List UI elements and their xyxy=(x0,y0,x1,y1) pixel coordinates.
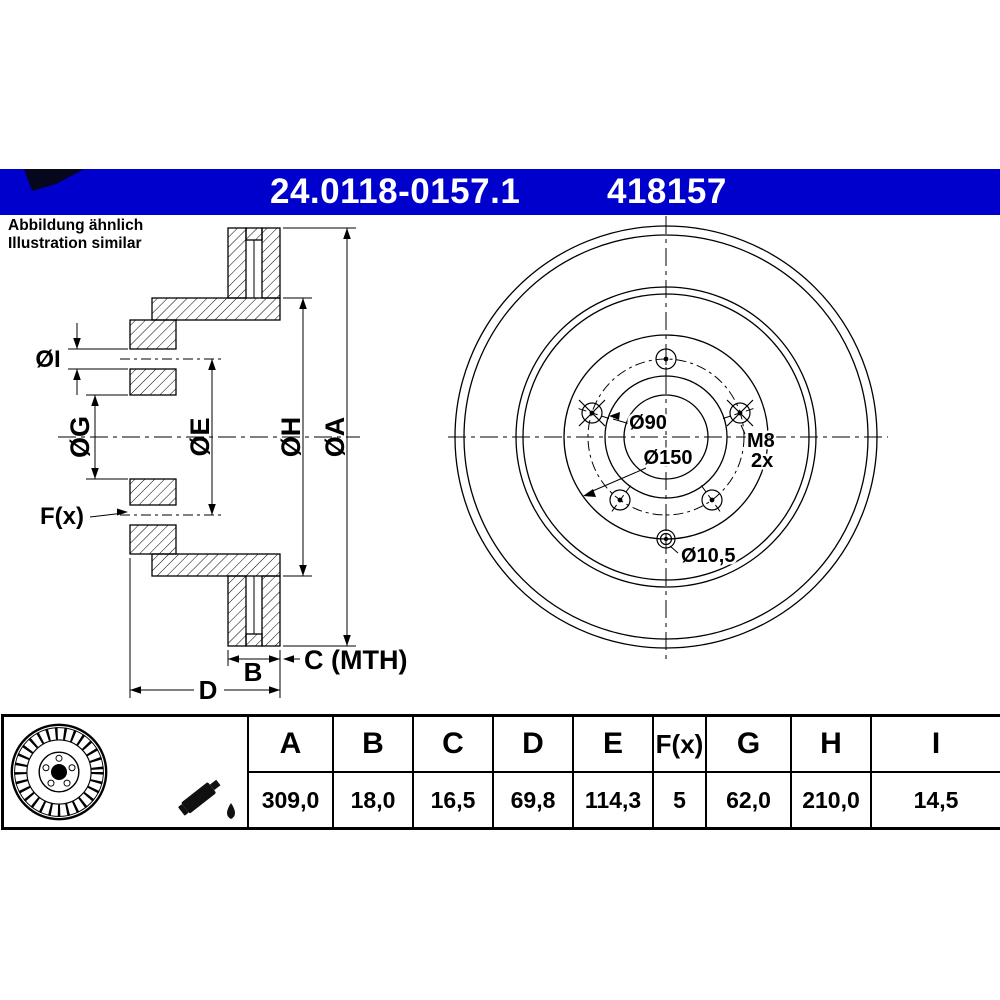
dim-c: C (MTH) xyxy=(283,645,407,675)
table-value-i: 14,5 xyxy=(872,773,1000,827)
disc-outer-circle xyxy=(454,225,878,649)
part-number: 24.0118-0157.1 xyxy=(270,172,521,211)
friction-band-inner-circle xyxy=(515,286,817,588)
table-header-e: E xyxy=(574,717,652,771)
spec-table: A B C D E F(x) G H I 309,0 18,0 16,5 69,… xyxy=(1,714,1000,830)
table-value-d: 69,8 xyxy=(494,773,572,827)
table-header-c: C xyxy=(414,717,492,771)
brake-disc-icon xyxy=(10,723,108,821)
centre-bore-circle xyxy=(623,394,709,480)
disc-outer-chamfer-circle xyxy=(463,234,869,640)
locating-hole xyxy=(656,529,676,549)
header-bar: 24.0118-0157.1 418157 xyxy=(0,169,1000,215)
table-header-a: A xyxy=(249,717,332,771)
table-value-c: 16,5 xyxy=(414,773,492,827)
note-line-english: Illustration similar xyxy=(8,235,142,252)
corner-artifact xyxy=(24,169,84,191)
grease-drop xyxy=(227,803,235,819)
vent-segments xyxy=(14,727,104,817)
table-value-b: 18,0 xyxy=(334,773,412,827)
table-value-f: 5 xyxy=(654,773,705,827)
hat-outer-circle xyxy=(522,293,810,581)
cross-section-view: ØA ØH ØE ØG xyxy=(35,227,407,705)
dim-h: ØH xyxy=(276,297,312,577)
dim-d-label: D xyxy=(199,675,218,705)
corner-artifact-shape xyxy=(24,169,84,191)
table-header-b: B xyxy=(334,717,412,771)
dim-f-label: F(x) xyxy=(40,503,84,530)
hat-step-circle-150 xyxy=(563,334,769,540)
label-d105: Ø10,5 xyxy=(681,545,735,567)
lubricant-icon xyxy=(178,779,235,819)
dim-b: B xyxy=(227,650,281,698)
table-header-f: F(x) xyxy=(654,717,705,771)
dim-d: D xyxy=(129,558,280,705)
table-value-a: 309,0 xyxy=(249,773,332,827)
front-labels: Ø90 Ø150 M8 2x Ø10,5 xyxy=(583,410,777,570)
dim-b-label: B xyxy=(244,657,263,687)
note-line-german: Abbildung ähnlich xyxy=(8,217,144,234)
section-hatch-areas xyxy=(129,227,281,647)
similarity-note: Abbildung ähnlich Illustration similar xyxy=(8,217,143,253)
dim-f: F(x) xyxy=(40,503,128,530)
dim-a-label: ØA xyxy=(320,417,350,458)
bolt-circle xyxy=(587,358,745,516)
pilot-circle-90 xyxy=(604,375,728,499)
hole-centerline-ticks xyxy=(574,341,758,557)
table-icon-cell xyxy=(4,717,247,827)
table-header-d: D xyxy=(494,717,572,771)
label-d150: Ø150 xyxy=(644,447,693,469)
m8-thread-marks xyxy=(578,399,754,427)
dim-i-label: ØI xyxy=(35,346,60,373)
table-value-h: 210,0 xyxy=(792,773,870,827)
dim-g-label: ØG xyxy=(65,416,95,458)
table-header-g: G xyxy=(707,717,790,771)
ref-number: 418157 xyxy=(607,172,727,211)
table-value-e: 114,3 xyxy=(574,773,652,827)
dim-i: ØI xyxy=(35,323,128,395)
label-m8: M8 xyxy=(747,430,775,452)
dim-g: ØG xyxy=(65,394,128,480)
table-header-h: H xyxy=(792,717,870,771)
dim-e-label: ØE xyxy=(185,417,215,456)
bolt-holes xyxy=(578,348,754,511)
table-header-i: I xyxy=(872,717,1000,771)
dim-h-label: ØH xyxy=(276,417,306,458)
dim-a: ØA xyxy=(283,227,356,647)
disc-icon-hub xyxy=(50,763,68,781)
label-m8-qty: 2x xyxy=(751,450,773,472)
front-view: Ø90 Ø150 M8 2x Ø10,5 xyxy=(448,216,888,660)
label-d90: Ø90 xyxy=(629,412,667,434)
dim-c-label: C (MTH) xyxy=(304,645,407,675)
table-value-g: 62,0 xyxy=(707,773,790,827)
dim-e: ØE xyxy=(185,359,216,515)
